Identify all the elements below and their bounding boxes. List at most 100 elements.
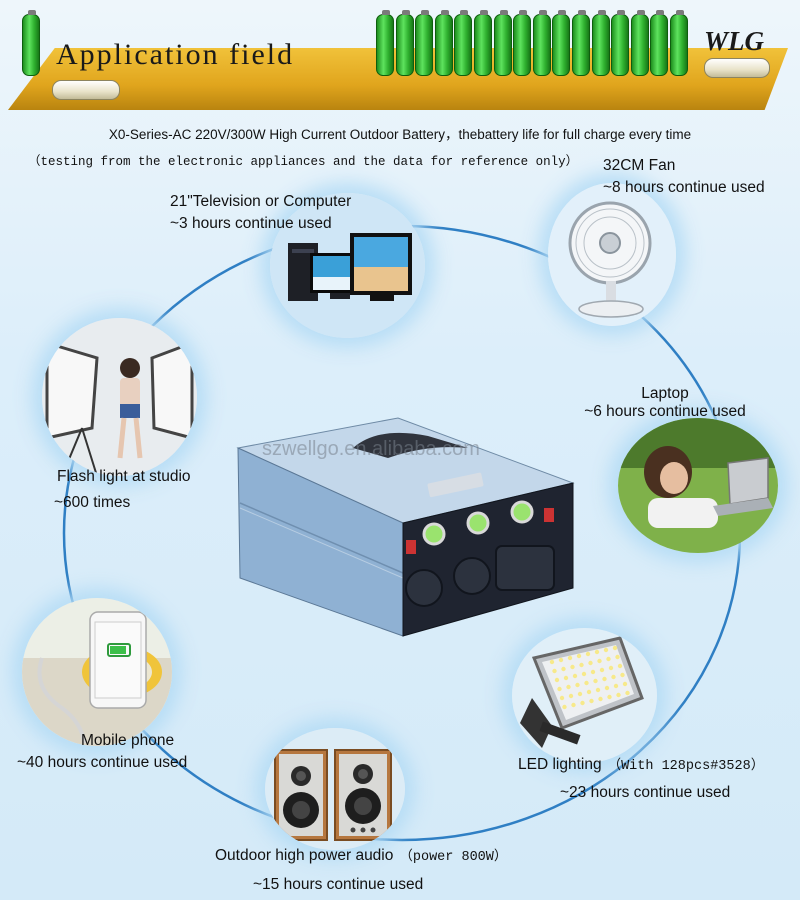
watermark: szwellgo.en.alibaba.com xyxy=(262,438,480,460)
phone-usage: ~40 hours continue used xyxy=(17,754,188,771)
led-dot xyxy=(588,660,593,666)
led-dot xyxy=(615,654,620,660)
led-caption: LED lighting （With 128pcs#3528） ~23 hours… xyxy=(518,754,764,804)
led-dot xyxy=(597,658,602,664)
led-dot xyxy=(558,657,564,663)
phone-caption: Mobile phone ~40 hours continue used xyxy=(17,730,187,774)
led-dot xyxy=(611,674,616,680)
laptop-caption: Laptop ~6 hours continue used xyxy=(575,383,755,423)
led-dot xyxy=(586,689,592,695)
led-dot xyxy=(602,676,607,682)
led-dot xyxy=(584,680,589,686)
laptop-usage: ~6 hours continue used xyxy=(584,403,746,420)
battery-icon xyxy=(415,10,434,76)
led-dot xyxy=(570,664,575,670)
led-dot xyxy=(577,691,583,697)
laptop-name: Laptop xyxy=(641,385,689,402)
led-dot xyxy=(572,673,578,679)
led-dot xyxy=(594,649,600,655)
led-dot xyxy=(593,678,598,684)
tv-computer-image xyxy=(270,193,425,338)
banner-title: Application field xyxy=(56,38,295,71)
description-line-2: （testing from the electronic appliances … xyxy=(28,155,579,169)
audio-caption: Outdoor high power audio （power 800W） ~15… xyxy=(215,845,507,896)
led-dot xyxy=(603,647,609,653)
tv-name: 21"Television or Computer xyxy=(170,193,352,210)
led-dot xyxy=(557,686,562,692)
led-dot xyxy=(607,694,612,700)
flash-usage: ~600 times xyxy=(54,494,131,511)
battery-icon xyxy=(630,10,649,76)
battery-icon xyxy=(52,80,120,100)
battery-icon xyxy=(532,10,551,76)
battery-icon xyxy=(670,10,688,76)
battery-icon xyxy=(395,10,414,76)
laptop-image xyxy=(618,418,778,553)
battery-icon xyxy=(552,10,571,76)
led-dot xyxy=(575,682,580,688)
led-dot xyxy=(608,665,614,671)
battery-icon xyxy=(434,10,453,76)
led-dot xyxy=(563,675,569,681)
flash-name: Flash light at studio xyxy=(57,468,191,485)
led-light-image xyxy=(512,628,657,763)
battery-icon xyxy=(704,58,770,78)
led-dot xyxy=(581,671,587,677)
led-dot xyxy=(598,696,603,702)
fan-caption: 32CM Fan ~8 hours continue used xyxy=(603,155,765,199)
fan-usage: ~8 hours continue used xyxy=(603,179,765,196)
flash-caption: Flash light at studio ~600 times xyxy=(54,466,191,514)
led-dot xyxy=(625,690,630,696)
battery-icon xyxy=(474,10,492,76)
audio-name: Outdoor high power audio xyxy=(215,847,394,864)
battery-icon xyxy=(493,10,512,76)
fan-image xyxy=(548,183,676,326)
led-dot xyxy=(571,702,576,708)
tv-usage: ~3 hours continue used xyxy=(170,215,332,232)
studio-flash-image xyxy=(42,318,197,476)
battery-icon xyxy=(454,10,473,76)
led-name: LED lighting xyxy=(518,756,602,773)
led-dot xyxy=(613,683,619,689)
audio-spec: （power 800W） xyxy=(399,850,508,865)
battery-icon xyxy=(591,10,610,76)
led-dot xyxy=(562,704,567,710)
led-dot xyxy=(549,659,555,665)
led-dot xyxy=(568,693,574,699)
phone-name: Mobile phone xyxy=(81,732,175,749)
led-dot xyxy=(590,669,596,675)
led-dot xyxy=(579,662,584,668)
led-dot xyxy=(620,672,625,678)
battery-icon xyxy=(376,10,394,76)
led-dot xyxy=(604,685,610,691)
led-dot xyxy=(580,700,585,706)
led-dot xyxy=(567,655,573,661)
battery-icon xyxy=(650,10,669,76)
audio-usage: ~15 hours continue used xyxy=(253,876,424,893)
fan-name: 32CM Fan xyxy=(603,157,676,174)
led-dot xyxy=(612,645,618,651)
led-dot xyxy=(576,653,582,659)
battery-icon xyxy=(22,10,40,76)
led-dot xyxy=(559,695,565,701)
header-banner: Application field WLG xyxy=(0,0,800,120)
led-dot xyxy=(617,663,623,669)
battery-product-image xyxy=(236,417,575,637)
led-spec: （With 128pcs#3528） xyxy=(607,759,765,774)
led-dot xyxy=(561,666,566,672)
led-dot xyxy=(589,698,594,704)
battery-icon xyxy=(611,10,630,76)
description-line-1: X0-Series-AC 220V/300W High Current Outd… xyxy=(108,127,692,142)
led-dot xyxy=(599,667,605,673)
mobile-phone-image xyxy=(22,598,172,746)
led-dot xyxy=(585,651,591,657)
led-dot xyxy=(566,684,571,690)
battery-icon xyxy=(572,10,590,76)
led-dot xyxy=(606,656,611,662)
battery-icon xyxy=(513,10,532,76)
tv-caption: 21"Television or Computer ~3 hours conti… xyxy=(170,191,351,235)
led-usage: ~23 hours continue used xyxy=(560,784,731,801)
led-dot xyxy=(616,692,621,698)
led-dot xyxy=(622,681,628,687)
brand-logo: WLG xyxy=(704,26,764,56)
